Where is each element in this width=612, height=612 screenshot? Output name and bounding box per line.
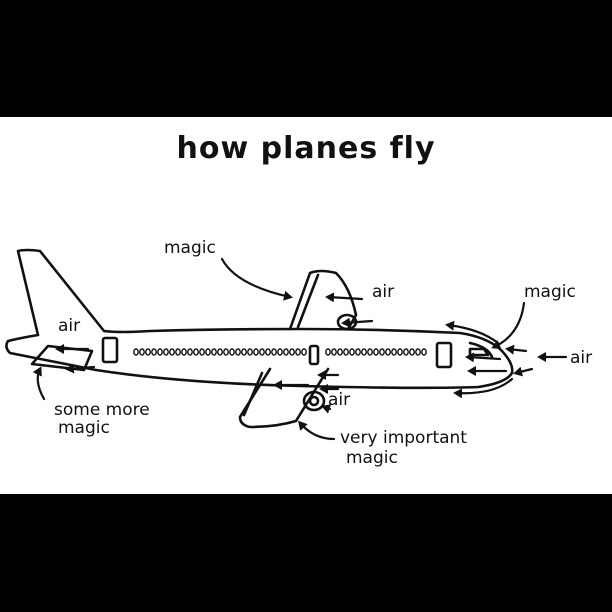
bottom-wing — [238, 367, 330, 429]
window-row — [133, 348, 427, 356]
top-wing-edge — [296, 273, 320, 329]
label-very-important: very important — [340, 428, 467, 448]
arrow-air-nose-3 — [513, 366, 534, 377]
label-very-important-magic: magic — [346, 448, 398, 468]
arrow-very-important-magic — [298, 420, 336, 441]
rear-door — [101, 336, 119, 364]
label-magic-top: magic — [164, 238, 216, 258]
top-wing — [288, 269, 358, 331]
front-door — [435, 341, 453, 369]
arrow-air-bottom-4 — [321, 404, 332, 414]
arrow-flow-under-nose — [453, 377, 514, 399]
arrow-some-more-magic — [32, 366, 46, 401]
cockpit-window — [468, 347, 490, 357]
label-magic-nose: magic — [524, 282, 576, 302]
label-air-bottom-wing: air — [328, 390, 351, 410]
arrow-magic-top — [220, 257, 293, 301]
arrow-air-top-wing — [325, 292, 364, 303]
arrow-flow-over-nose — [445, 320, 500, 345]
label-some-more-magic: magic — [58, 418, 110, 438]
arrow-air-nose-2 — [505, 344, 528, 355]
arrow-flow-nose-mid — [465, 352, 502, 363]
airplane-diagram — [5, 248, 568, 441]
page-title: how planes fly — [176, 131, 436, 166]
bottom-engine — [302, 390, 326, 412]
arrow-air-top-wing-2 — [341, 317, 374, 328]
bottom-wing-edge — [242, 371, 264, 417]
mid-door — [308, 344, 320, 366]
drawing-panel: how planes fly — [0, 117, 612, 494]
label-some-more: some more — [54, 400, 150, 420]
label-air-top-wing: air — [372, 282, 395, 302]
label-air-tail: air — [58, 316, 81, 336]
tail-fin — [16, 248, 106, 337]
bottom-engine-core — [308, 395, 320, 407]
arrow-air-tail-2 — [65, 363, 96, 374]
arrow-magic-nose — [491, 301, 526, 350]
fuselage — [5, 327, 514, 390]
label-air-nose: air — [570, 348, 593, 368]
